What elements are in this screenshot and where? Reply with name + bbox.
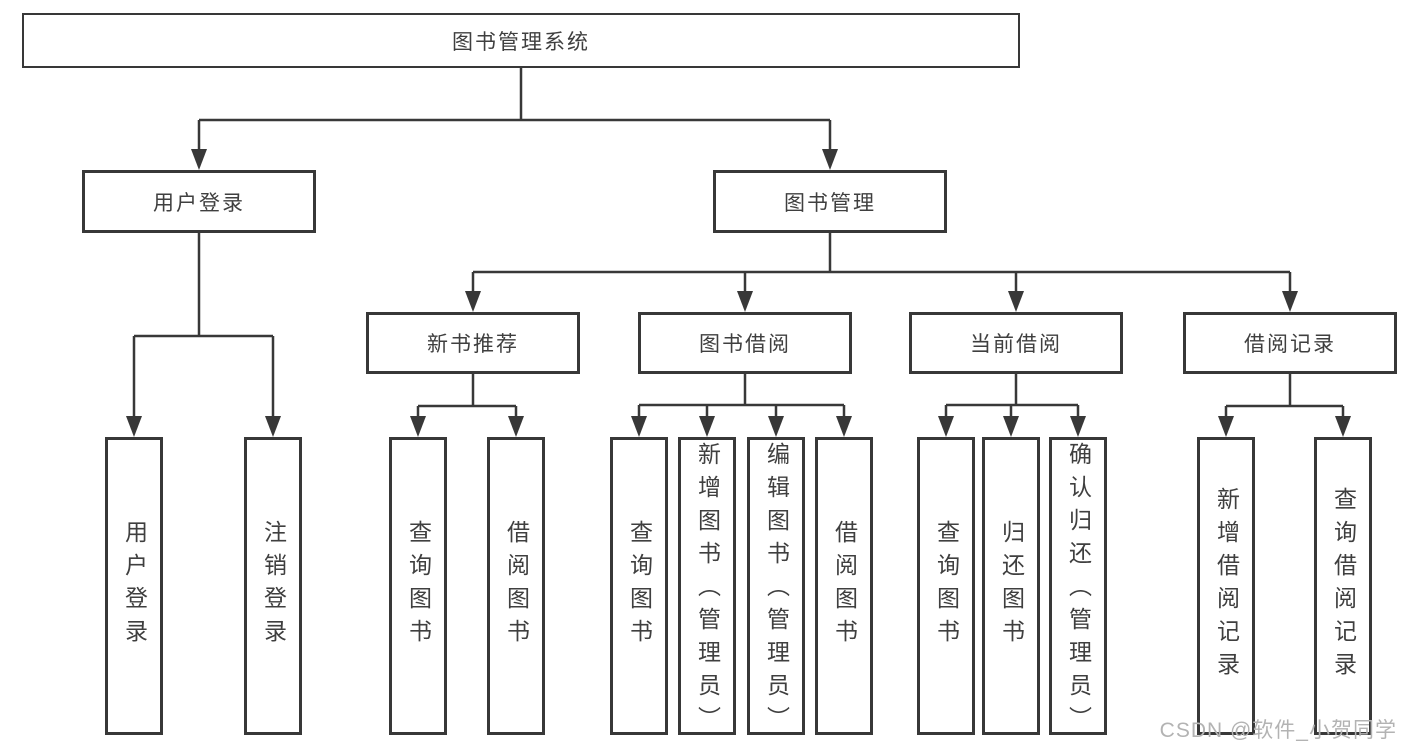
connector-book-mgmt-to-level3 [465, 233, 1298, 312]
node-new-book-recommend: 新书推荐 [366, 312, 580, 374]
leaf-current-confirm-label: 确认归还（管理员） [1065, 442, 1092, 739]
leaf-record-add-label: 新增借阅记录 [1213, 487, 1240, 685]
leaf-record-query: 查询借阅记录 [1314, 437, 1372, 735]
node-book-borrow: 图书借阅 [638, 312, 852, 374]
watermark: CSDN @软件_小贺同学 [1159, 719, 1397, 742]
leaf-borrow-query-label: 查询图书 [626, 520, 653, 652]
leaf-borrow-borrow-label: 借阅图书 [831, 520, 858, 652]
leaf-current-return-label: 归还图书 [998, 520, 1025, 652]
leaf-borrow-query: 查询图书 [610, 437, 668, 735]
leaf-current-confirm: 确认归还（管理员） [1049, 437, 1107, 739]
leaf-current-query: 查询图书 [917, 437, 975, 735]
leaf-borrow-edit: 编辑图书（管理员） [747, 437, 805, 739]
connector-new-book-children [410, 374, 524, 437]
node-borrow-records: 借阅记录 [1183, 312, 1397, 374]
leaf-record-query-label: 查询借阅记录 [1330, 487, 1357, 685]
leaf-borrow-edit-label: 编辑图书（管理员） [763, 442, 790, 739]
connector-borrow-record-children [1218, 374, 1351, 437]
node-root: 图书管理系统 [22, 13, 1020, 68]
leaf-logout: 注销登录 [244, 437, 302, 735]
leaf-current-query-label: 查询图书 [933, 520, 960, 652]
leaf-record-add: 新增借阅记录 [1197, 437, 1255, 735]
leaf-newbook-query-label: 查询图书 [405, 520, 432, 652]
leaf-newbook-query: 查询图书 [389, 437, 447, 735]
node-user-login: 用户登录 [82, 170, 316, 233]
node-user-login-label: 用户登录 [153, 191, 245, 215]
leaf-logout-label: 注销登录 [260, 520, 287, 652]
leaf-user-login: 用户登录 [105, 437, 163, 735]
connector-current-borrow-children [938, 374, 1086, 437]
leaf-borrow-add: 新增图书（管理员） [678, 437, 736, 739]
node-root-label: 图书管理系统 [452, 30, 590, 54]
node-borrow-records-label: 借阅记录 [1244, 333, 1336, 356]
connector-user-login-children [126, 233, 281, 437]
node-book-management: 图书管理 [713, 170, 947, 233]
node-book-management-label: 图书管理 [784, 191, 876, 215]
leaf-newbook-borrow-label: 借阅图书 [503, 520, 530, 652]
leaf-newbook-borrow: 借阅图书 [487, 437, 545, 735]
node-book-borrow-label: 图书借阅 [699, 333, 791, 356]
node-current-borrow: 当前借阅 [909, 312, 1123, 374]
node-new-book-recommend-label: 新书推荐 [427, 333, 519, 356]
connector-book-borrow-children [631, 374, 852, 437]
connector-root-to-level2 [191, 68, 838, 170]
leaf-borrow-borrow: 借阅图书 [815, 437, 873, 735]
node-current-borrow-label: 当前借阅 [970, 333, 1062, 356]
leaf-user-login-label: 用户登录 [121, 520, 148, 652]
leaf-current-return: 归还图书 [982, 437, 1040, 735]
leaf-borrow-add-label: 新增图书（管理员） [694, 442, 721, 739]
